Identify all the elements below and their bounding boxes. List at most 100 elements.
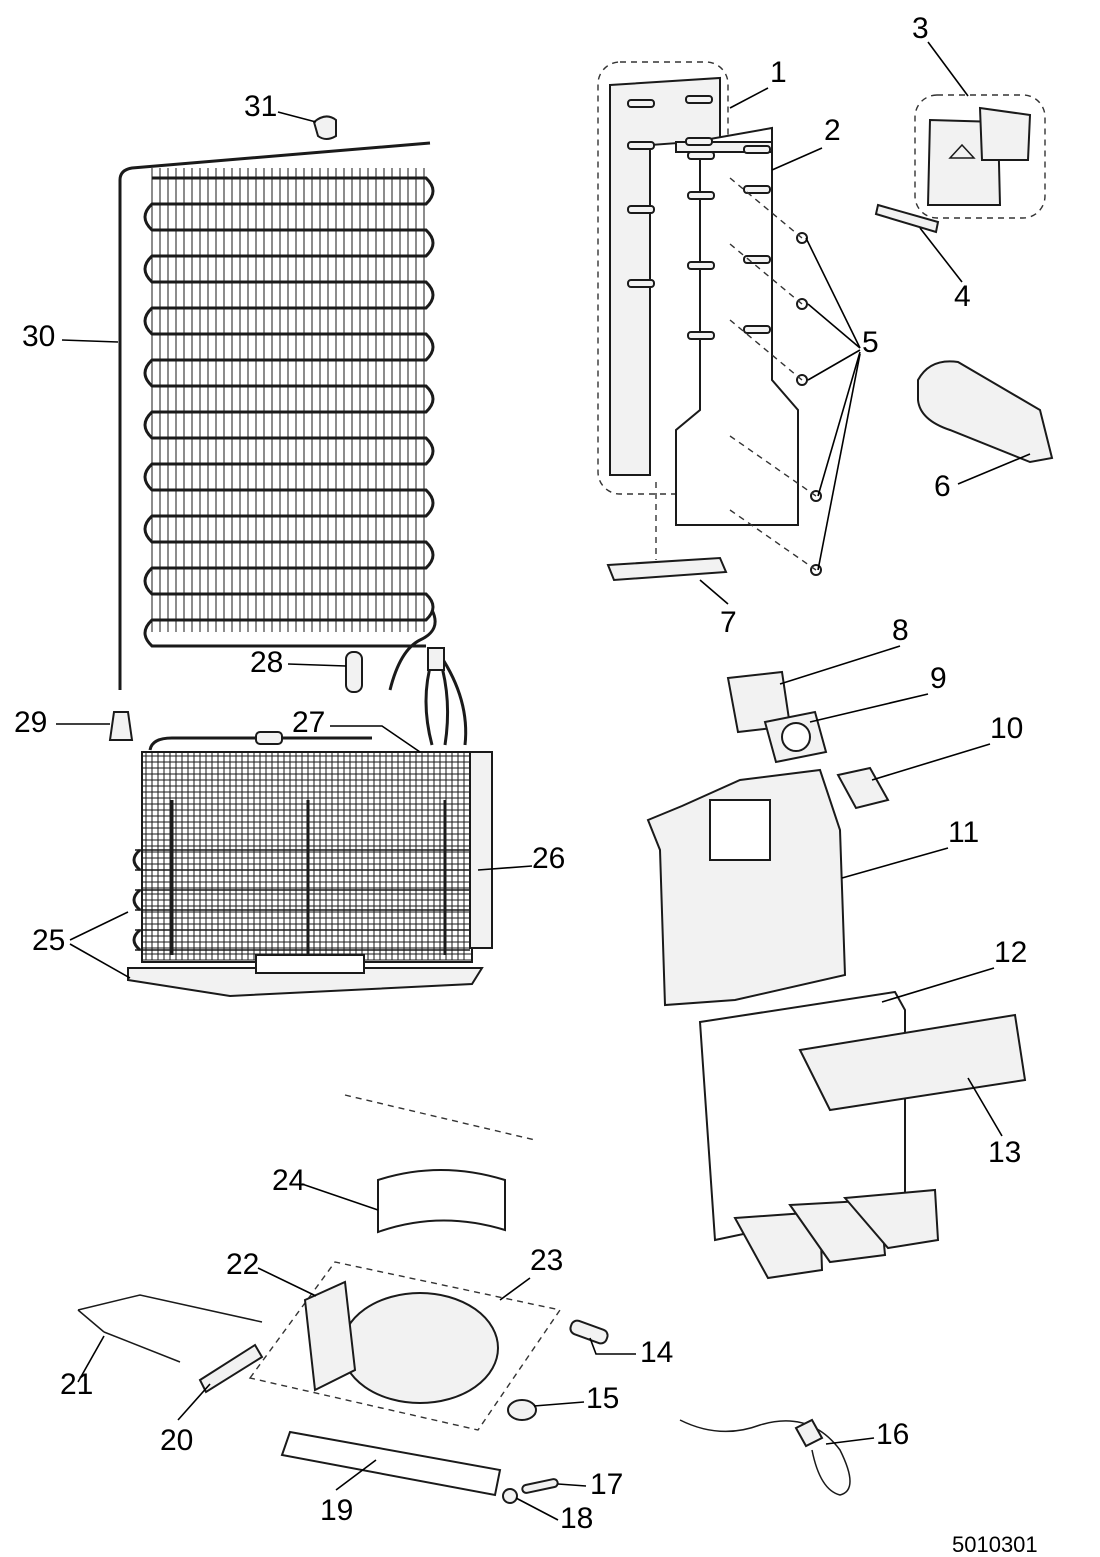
callout-top-cover: 6 (934, 453, 1031, 503)
evaporator-drawing (127, 647, 493, 998)
leader-line (817, 353, 861, 571)
callout-evaporator: 26 (477, 842, 565, 875)
callout-fan-bracket: 9 (809, 662, 947, 723)
relay-shape (303, 1280, 357, 1392)
leader-line (69, 911, 129, 941)
leader-line (729, 87, 769, 109)
callout-number: 28 (250, 646, 283, 679)
callout-air-duct-housing: 11 (841, 816, 979, 879)
callout-number: 20 (160, 1424, 193, 1457)
leader-line (499, 1277, 531, 1301)
callout-number: 5 (862, 326, 879, 359)
leader-line (533, 1401, 585, 1407)
leader-line (881, 967, 995, 1003)
drawing-code: 5010301 (952, 1532, 1038, 1557)
callout-compressor-strap: 24 (272, 1164, 379, 1211)
top-cover-shape (917, 360, 1054, 464)
callout-duct-cover: 13 (967, 1077, 1021, 1169)
callout-mounting-pin: 17 (557, 1468, 623, 1501)
callout-number: 17 (590, 1468, 623, 1501)
callout-tube-cap: 29 (14, 706, 110, 739)
compressor-strap-shape (377, 1169, 506, 1234)
leader-line (257, 1267, 317, 1297)
grommet-shape (507, 1399, 537, 1421)
leader-line (335, 1459, 377, 1491)
leader-line (927, 41, 969, 97)
callout-dryer-filter: 28 (250, 646, 347, 679)
callout-number: 19 (320, 1494, 353, 1527)
callout-number: 25 (32, 924, 65, 957)
callout-evaporator-tubes: 25 (32, 911, 131, 979)
callout-number: 6 (934, 470, 951, 503)
tube-cap-shape (108, 711, 134, 741)
leader-line (557, 1483, 587, 1487)
callout-number: 16 (876, 1418, 909, 1451)
callout-condenser: 30 (22, 320, 119, 353)
callout-number: 14 (640, 1336, 673, 1369)
leader-line (967, 1077, 1003, 1137)
duct-housing-shape (646, 768, 847, 1007)
duct-cover-shape (798, 1013, 1027, 1112)
leader-line (779, 645, 901, 685)
callout-number: 11 (948, 816, 979, 849)
callout-number: 26 (532, 842, 565, 875)
leader-line (301, 1183, 379, 1211)
callout-condenser-clip: 31 (244, 90, 317, 123)
callout-number: 23 (530, 1244, 563, 1277)
leader-line (807, 303, 861, 349)
leader-line (825, 1437, 875, 1445)
callout-fan-motor: 10 (871, 712, 1023, 781)
callout-filter-clip: 20 (160, 1383, 211, 1457)
clip-shape (502, 1488, 518, 1504)
callout-rear-panel-assembly: 1 (729, 56, 787, 109)
callout-number: 12 (994, 936, 1027, 969)
callout-rear-panel: 2 (771, 114, 841, 171)
leader-line (957, 453, 1031, 485)
callout-number: 1 (770, 56, 787, 89)
fan-motor-shape (836, 766, 890, 810)
leader-line (699, 579, 729, 605)
leader-line (477, 865, 533, 871)
control-board-drawing (914, 94, 1046, 219)
leader-line (61, 339, 119, 343)
leader-line (515, 1497, 559, 1521)
callout-compressor-base-plate: 19 (320, 1459, 377, 1527)
leader-line (287, 663, 347, 667)
callout-number: 2 (824, 114, 841, 147)
callout-led-light-strip: 4 (919, 227, 971, 313)
filter-clip-shape (198, 1343, 264, 1394)
leader-line (177, 1383, 211, 1421)
compressor-shape (341, 1292, 499, 1404)
rear-panel-assembly-drawing (597, 61, 822, 582)
callout-compressor-relay: 22 (226, 1248, 317, 1297)
leader-line (77, 1335, 105, 1383)
callout-number: 7 (720, 606, 737, 639)
callout-clip: 18 (515, 1497, 593, 1535)
callout-compressor-sleeve: 14 (589, 1336, 673, 1369)
callout-evaporator-cover: 12 (881, 936, 1027, 1003)
callout-panel-plugs: 5 (805, 237, 879, 571)
callout-number: 21 (60, 1368, 93, 1401)
leader-line (841, 847, 949, 879)
led-strip-shape (874, 203, 940, 234)
leader-line (69, 943, 131, 979)
leader-line (330, 725, 421, 753)
callout-number: 8 (892, 614, 909, 647)
condenser-clip-shape (312, 115, 337, 140)
power-cord-shape (679, 1419, 851, 1496)
callout-rubber-grommet: 15 (533, 1382, 619, 1415)
callout-capillary-tube: 27 (292, 706, 421, 753)
leader-line (771, 147, 823, 171)
leader-line (809, 693, 929, 723)
leader-line (871, 743, 991, 781)
leader-line (589, 1337, 636, 1355)
leader-line (277, 111, 317, 123)
callout-number: 9 (930, 662, 947, 695)
callout-foam-block: 7 (699, 579, 737, 639)
leader-line (817, 351, 861, 497)
callout-power-cord: 16 (825, 1418, 909, 1451)
callout-control-board-assembly: 3 (912, 12, 969, 97)
callout-number: 22 (226, 1248, 259, 1281)
callout-number: 30 (22, 320, 55, 353)
